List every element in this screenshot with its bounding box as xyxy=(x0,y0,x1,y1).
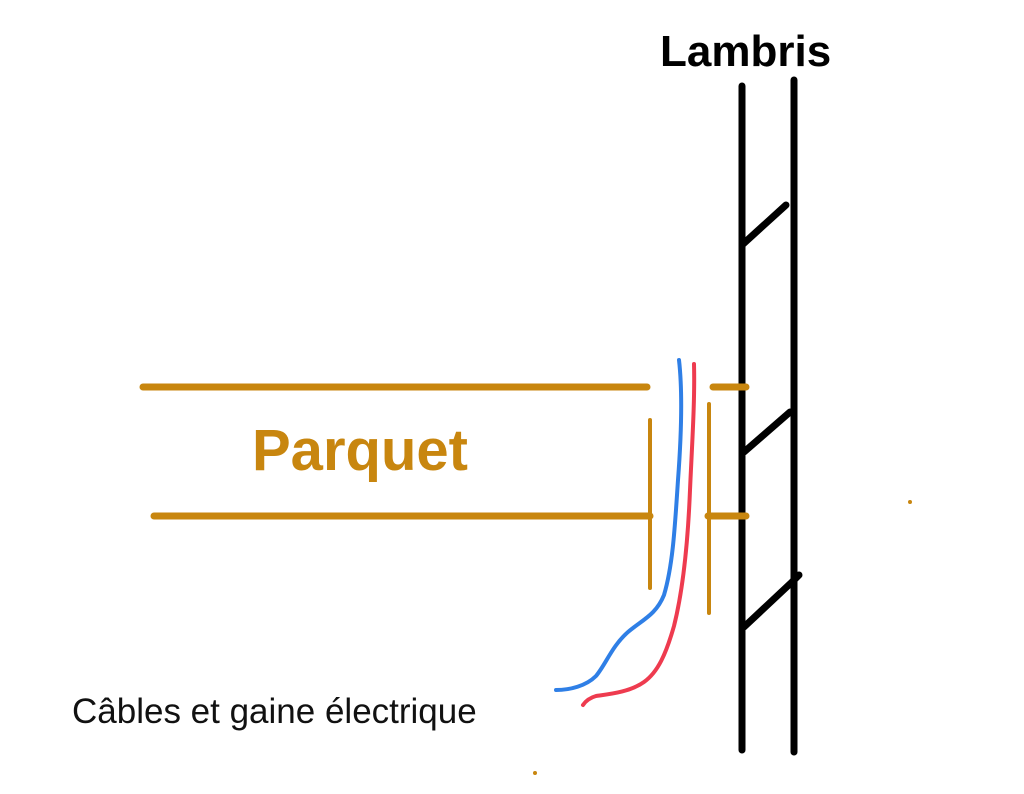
electrical-cables xyxy=(554,358,697,707)
lambris-panel xyxy=(738,76,803,756)
lambris-label: Lambris xyxy=(660,27,832,76)
cables-label: Câbles et gaine électrique xyxy=(72,692,477,731)
lambris-diagonal-brace-middle xyxy=(740,408,794,456)
stray-dot xyxy=(908,500,912,504)
lambris-diagonal-brace-bottom xyxy=(740,571,803,631)
lambris-diagonal-brace-top xyxy=(738,201,790,249)
red-cable xyxy=(581,362,697,707)
parquet-floor xyxy=(139,383,750,615)
blue-cable xyxy=(554,358,684,692)
parquet-label: Parquet xyxy=(252,418,468,483)
stray-dot xyxy=(533,771,537,775)
